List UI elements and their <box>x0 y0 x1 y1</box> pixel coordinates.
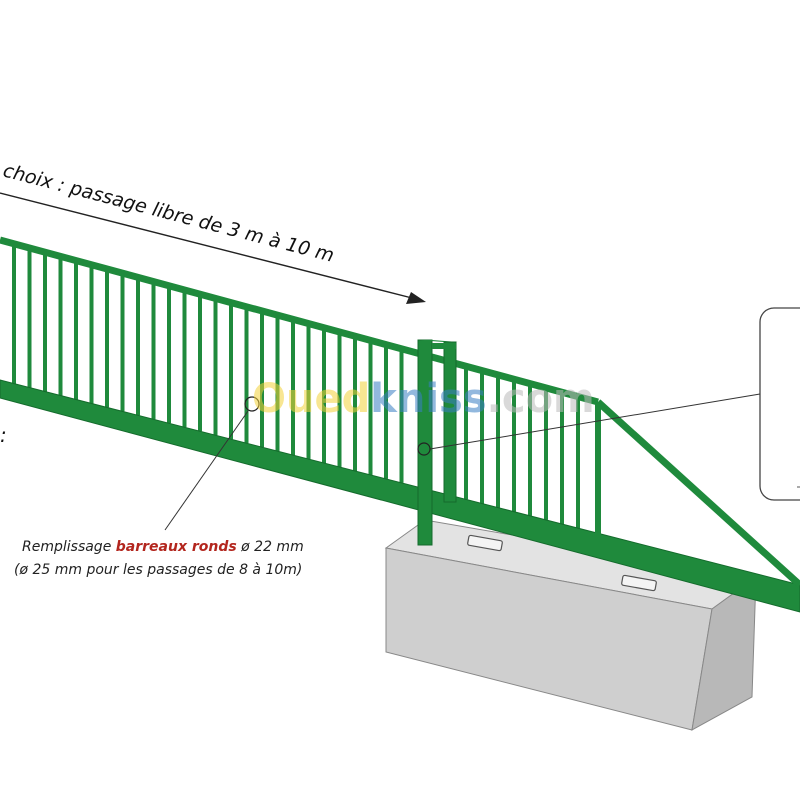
gate-top-rail <box>0 236 599 406</box>
watermark-part3: .com <box>487 376 595 422</box>
gate-bars-main <box>12 243 404 483</box>
guide-plate-1 <box>467 534 503 552</box>
dimension-arrow <box>0 192 426 304</box>
left-edge-fragment: : <box>0 423 7 447</box>
watermark: Ouedkniss.com <box>252 376 595 422</box>
sliding-gate <box>0 236 800 613</box>
watermark-part1: Oued <box>252 376 370 422</box>
gate-bottom-rail <box>0 379 800 613</box>
filling-leader <box>164 410 249 531</box>
filling-marker <box>244 396 260 412</box>
gate-tail-brace <box>595 399 800 588</box>
filling-label: Remplissage barreaux ronds ø 22 mm <box>22 539 304 555</box>
arrow-right-icon <box>0 192 413 299</box>
filling-highlight: barreaux ronds <box>116 539 237 555</box>
arrow-head <box>406 292 426 304</box>
guide-post-back <box>443 341 457 503</box>
filling-note: (ø 25 mm pour les passages de 8 à 10m) <box>14 562 302 578</box>
circle-marker-icon <box>417 442 431 456</box>
callout-box <box>759 307 800 501</box>
watermark-part2: kniss <box>370 376 486 422</box>
filling-suffix: ø 22 mm <box>237 539 304 555</box>
concrete-base <box>384 519 758 731</box>
guide-plate-2 <box>621 574 657 592</box>
filling-prefix: Remplissage <box>22 539 116 555</box>
gate-bars-rear <box>464 366 580 529</box>
callout-leader <box>429 393 761 450</box>
